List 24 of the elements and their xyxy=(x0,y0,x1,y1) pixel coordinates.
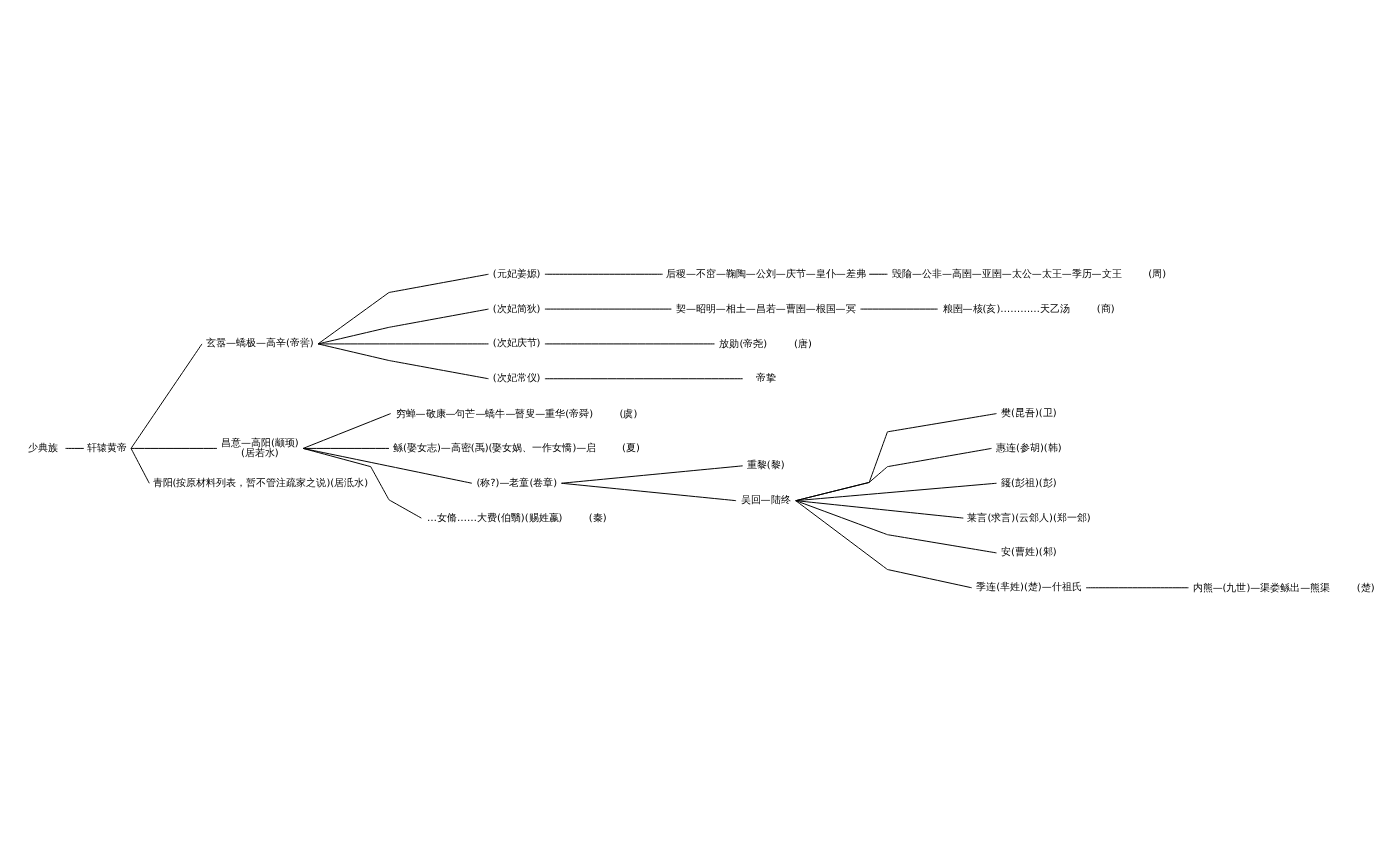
connector xyxy=(795,446,993,501)
connector xyxy=(302,412,392,448)
connector xyxy=(561,481,737,501)
connector xyxy=(1085,586,1189,588)
connector xyxy=(795,412,997,501)
connector xyxy=(302,446,390,448)
connector xyxy=(544,272,664,274)
connector xyxy=(795,499,973,588)
connector xyxy=(317,307,489,344)
connector xyxy=(130,446,218,448)
connector xyxy=(65,446,85,448)
connector xyxy=(317,272,489,344)
connector xyxy=(795,481,997,501)
connector xyxy=(317,342,489,344)
connector xyxy=(868,272,888,274)
connector xyxy=(795,499,997,553)
connector xyxy=(302,446,473,483)
connector xyxy=(561,464,744,483)
connector xyxy=(795,499,964,518)
connector xyxy=(302,446,422,518)
connector xyxy=(130,342,203,448)
connector xyxy=(544,377,744,379)
connector xyxy=(130,446,150,483)
connector xyxy=(317,342,489,379)
